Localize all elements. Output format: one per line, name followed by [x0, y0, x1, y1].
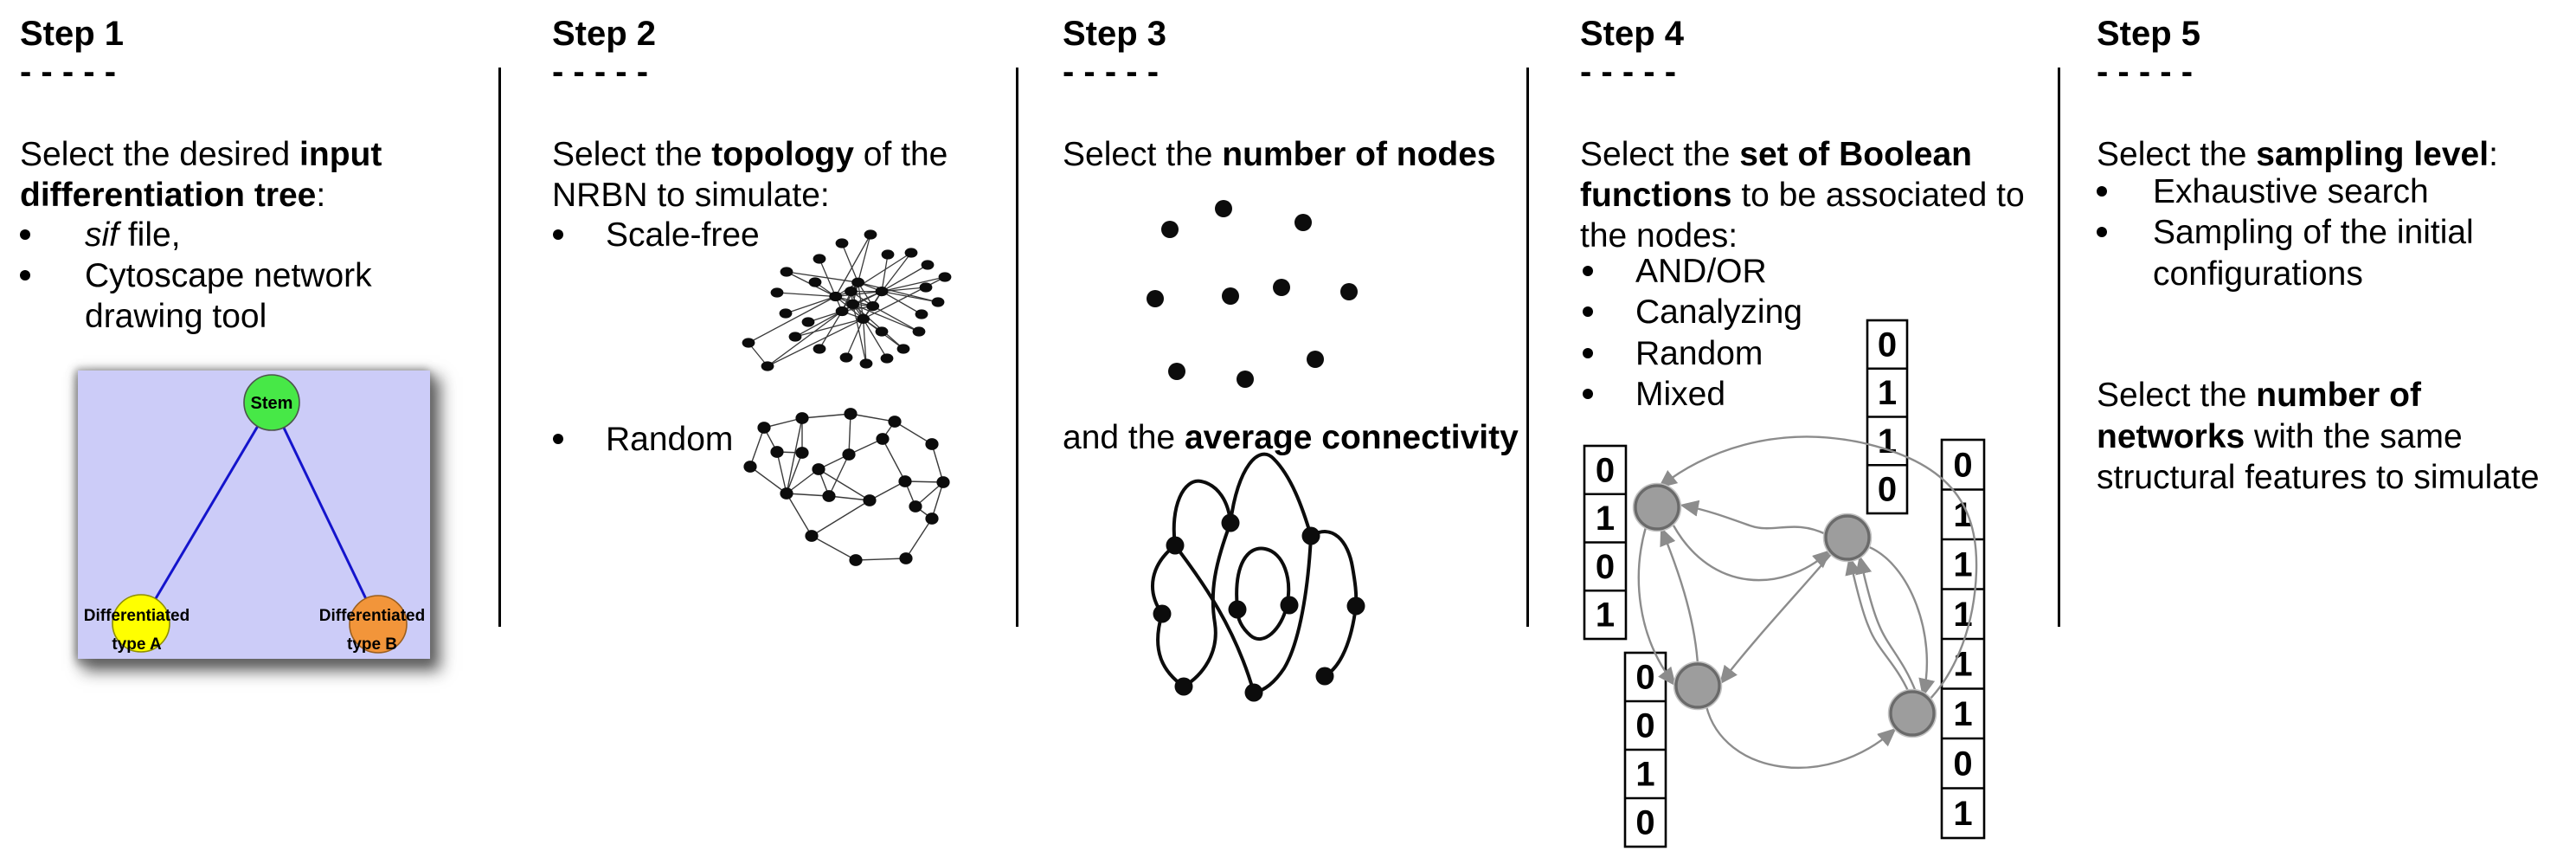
svg-text:Stem: Stem: [251, 394, 293, 413]
svg-text:0: 0: [1596, 451, 1615, 489]
svg-text:0: 0: [1635, 804, 1654, 842]
svg-text:1: 1: [1596, 500, 1615, 538]
svg-text:1: 1: [1878, 374, 1897, 412]
svg-text:1: 1: [1596, 596, 1615, 635]
svg-text:0: 0: [1878, 326, 1897, 364]
svg-text:0: 0: [1878, 471, 1897, 509]
svg-text:1: 1: [1953, 496, 1972, 534]
svg-text:0: 0: [1953, 745, 1972, 783]
svg-text:0: 0: [1635, 707, 1654, 745]
svg-text:Differentiated: Differentiated: [319, 607, 425, 625]
svg-text:1: 1: [1878, 422, 1897, 461]
svg-text:type B: type B: [347, 635, 397, 654]
svg-text:0: 0: [1596, 548, 1615, 586]
svg-text:0: 0: [1953, 446, 1972, 484]
svg-text:1: 1: [1953, 596, 1972, 634]
svg-text:0: 0: [1635, 659, 1654, 697]
svg-text:1: 1: [1953, 545, 1972, 583]
svg-text:Differentiated: Differentiated: [84, 607, 190, 625]
svg-text:1: 1: [1953, 695, 1972, 733]
svg-text:1: 1: [1953, 795, 1972, 833]
svg-text:1: 1: [1953, 645, 1972, 683]
svg-text:type A: type A: [112, 635, 162, 654]
svg-text:1: 1: [1635, 756, 1654, 794]
